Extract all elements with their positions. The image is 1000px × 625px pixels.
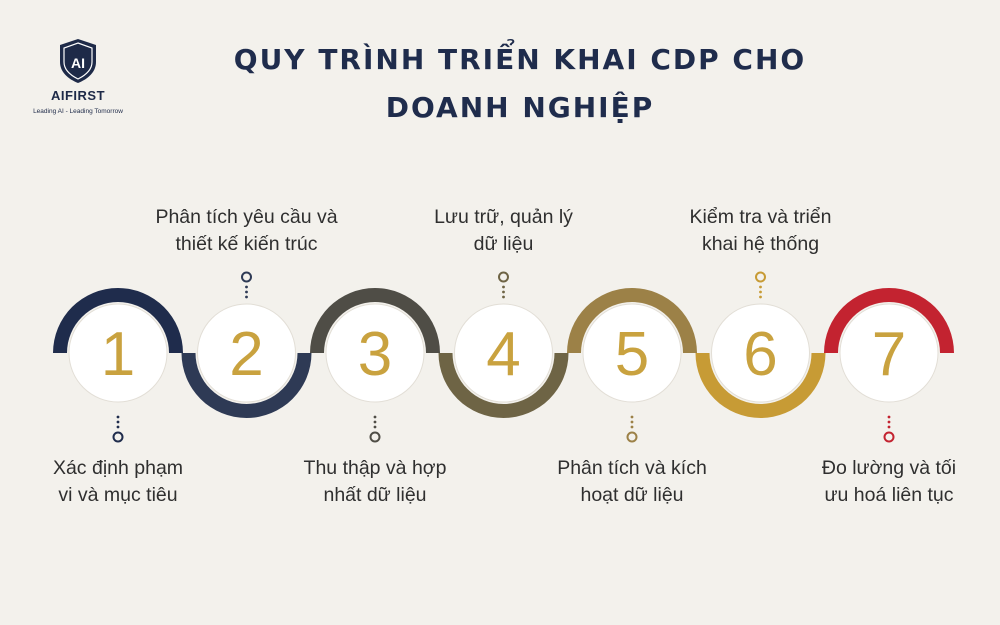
connector-dot	[502, 285, 505, 289]
connector-dot	[116, 425, 120, 429]
marker-ring	[498, 271, 509, 283]
connector-dot	[373, 425, 377, 429]
step-5: 5	[567, 288, 697, 443]
step-label-line: khai hệ thống	[701, 233, 820, 255]
connector-dot	[759, 295, 762, 299]
brand-tagline: Leading AI - Leading Tomorrow	[33, 108, 123, 115]
step-label-line: thiết kế kiến trúc	[175, 233, 318, 255]
step-label-line: Thu thập và hợp	[303, 457, 447, 479]
step-label-7: Đo lường và tối ưu hoá liên tục	[789, 455, 989, 509]
marker-ring	[241, 271, 252, 283]
step-arc	[824, 288, 954, 353]
step-number: 4	[486, 320, 520, 389]
step-circle	[68, 303, 168, 403]
connector-dot	[502, 290, 505, 294]
connector-dot	[502, 295, 505, 299]
connector-dot	[245, 285, 248, 289]
marker-ring	[626, 431, 638, 443]
step-number: 3	[358, 320, 392, 389]
step-arc	[53, 288, 183, 353]
step-circle	[711, 303, 810, 403]
step-label-line: Lưu trữ, quản lý	[434, 206, 573, 228]
step-number: 1	[101, 320, 135, 389]
connector-dot	[630, 420, 634, 424]
connector-dot	[887, 415, 891, 419]
step-2: 2	[181, 271, 312, 418]
step-circle	[325, 303, 425, 403]
connector-dot	[759, 290, 762, 294]
connector-dot	[887, 420, 891, 424]
step-arc	[310, 288, 440, 353]
connector-dot	[245, 295, 248, 299]
step-label-line: vi và mục tiêu	[58, 484, 178, 506]
step-1: 1	[53, 288, 183, 443]
step-4: 4	[438, 271, 569, 418]
brand-name: AIFIRST	[50, 88, 106, 103]
step-label-line: Phân tích yêu cầu và	[155, 206, 338, 228]
step-number: 6	[743, 320, 777, 389]
step-label-line: Phân tích và kích	[557, 457, 707, 479]
shield-icon: AI	[60, 39, 96, 83]
step-label-line: Kiểm tra và triển	[689, 206, 832, 228]
step-label-line: Đo lường và tối	[821, 457, 957, 479]
step-6: 6	[695, 271, 826, 418]
step-label-line: ưu hoá liên tục	[824, 484, 954, 506]
connector-dot	[759, 285, 762, 289]
connector-dot	[116, 420, 120, 424]
connector-dot	[373, 415, 377, 419]
step-label-3: Thu thập và hợp nhất dữ liệu	[275, 455, 475, 509]
step-number: 2	[229, 320, 263, 389]
step-label-6: Kiểm tra và triển khai hệ thống	[661, 204, 861, 258]
connector-dot	[887, 425, 891, 429]
connector-dot	[630, 425, 634, 429]
step-3: 3	[310, 288, 440, 443]
step-label-line: nhất dữ liệu	[323, 484, 427, 506]
title-line-1: QUY TRÌNH TRIỂN KHAI CDP CHO	[233, 43, 807, 76]
step-circle	[454, 303, 553, 403]
page-title: QUY TRÌNH TRIỂN KHAI CDP CHO DOANH NGHIỆ…	[180, 36, 860, 132]
connector-dot	[373, 420, 377, 424]
step-circle	[197, 303, 296, 403]
connector-dot	[630, 415, 634, 419]
step-label-line: Xác định phạm	[52, 457, 184, 479]
step-circle	[839, 303, 939, 403]
step-7: 7	[824, 288, 954, 443]
logo-letters: AI	[71, 55, 85, 71]
step-label-2: Phân tích yêu cầu và thiết kế kiến trúc	[147, 204, 347, 258]
step-arc	[181, 353, 312, 418]
step-circle	[582, 303, 682, 403]
connector-dot	[116, 415, 120, 419]
title-line-2: DOANH NGHIỆP	[385, 91, 655, 124]
step-label-5: Phân tích và kích hoạt dữ liệu	[532, 455, 732, 509]
step-number: 5	[615, 320, 649, 389]
marker-ring	[883, 431, 895, 443]
step-label-1: Xác định phạm vi và mục tiêu	[18, 455, 218, 509]
step-arc	[567, 288, 697, 353]
marker-ring	[755, 271, 766, 283]
connector-dot	[245, 290, 248, 294]
brand-logo: AI AIFIRST Leading AI - Leading Tomorrow	[24, 38, 132, 122]
step-number: 7	[872, 320, 906, 389]
step-arc	[438, 353, 569, 418]
step-label-4: Lưu trữ, quản lý dữ liệu	[404, 204, 604, 258]
marker-ring	[369, 431, 381, 443]
step-label-line: dữ liệu	[473, 233, 534, 255]
step-label-line: hoạt dữ liệu	[580, 484, 684, 506]
marker-ring	[112, 431, 124, 443]
step-arc	[695, 353, 826, 418]
